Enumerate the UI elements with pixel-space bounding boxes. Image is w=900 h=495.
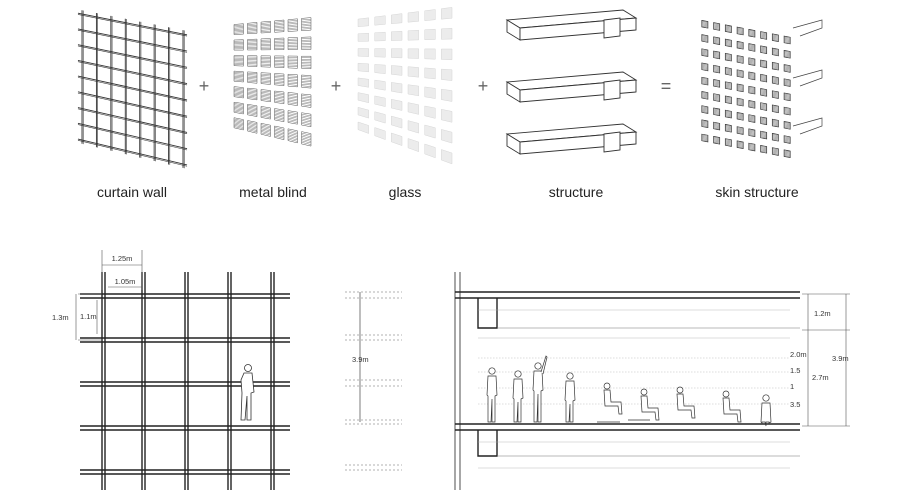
- skin-structure-label: skin structure: [715, 184, 798, 200]
- metal-blind-label: metal blind: [239, 184, 307, 200]
- metal-blind-drawing: [233, 17, 312, 147]
- plus-operator-1: +: [199, 76, 210, 96]
- structure-label: structure: [549, 184, 604, 200]
- level-d-label: 3.5: [790, 400, 800, 409]
- grid-height-dimension: 1.3m: [52, 313, 69, 322]
- structure-drawing: [505, 9, 638, 155]
- section-drawing: 1.2m 2.0m 1.5 1 3.5 2.7m 3.9m: [454, 272, 850, 490]
- strip-floor-height-dimension: 3.9m: [352, 355, 369, 364]
- plus-operator-2: +: [331, 76, 342, 96]
- glass-drawing: [357, 7, 453, 165]
- elevation-grid-drawing: 1.25m 1.05m 1.3m 1.1m: [52, 250, 290, 490]
- level-b-label: 1.5: [790, 366, 800, 375]
- ceiling-zone-dimension: 1.2m: [814, 309, 831, 318]
- level-a-label: 2.0m: [790, 350, 807, 359]
- floor-strip-drawing: 3.9m: [345, 291, 402, 471]
- level-c-label: 1: [790, 382, 794, 391]
- opening-height-dimension: 1.1m: [80, 312, 97, 321]
- grid-width-dimension: 1.25m: [112, 254, 133, 263]
- clear-height-dimension: 2.7m: [812, 373, 829, 382]
- opening-width-dimension: 1.05m: [115, 277, 136, 286]
- standing-person-figure: [240, 364, 255, 421]
- skin-structure-drawing: [701, 19, 823, 159]
- glass-label: glass: [389, 184, 422, 200]
- plus-operator-3: +: [478, 76, 489, 96]
- floor-to-floor-dimension: 3.9m: [832, 354, 849, 363]
- curtain-wall-drawing: [77, 10, 188, 169]
- curtain-wall-label: curtain wall: [97, 184, 167, 200]
- equals-operator: =: [661, 76, 672, 96]
